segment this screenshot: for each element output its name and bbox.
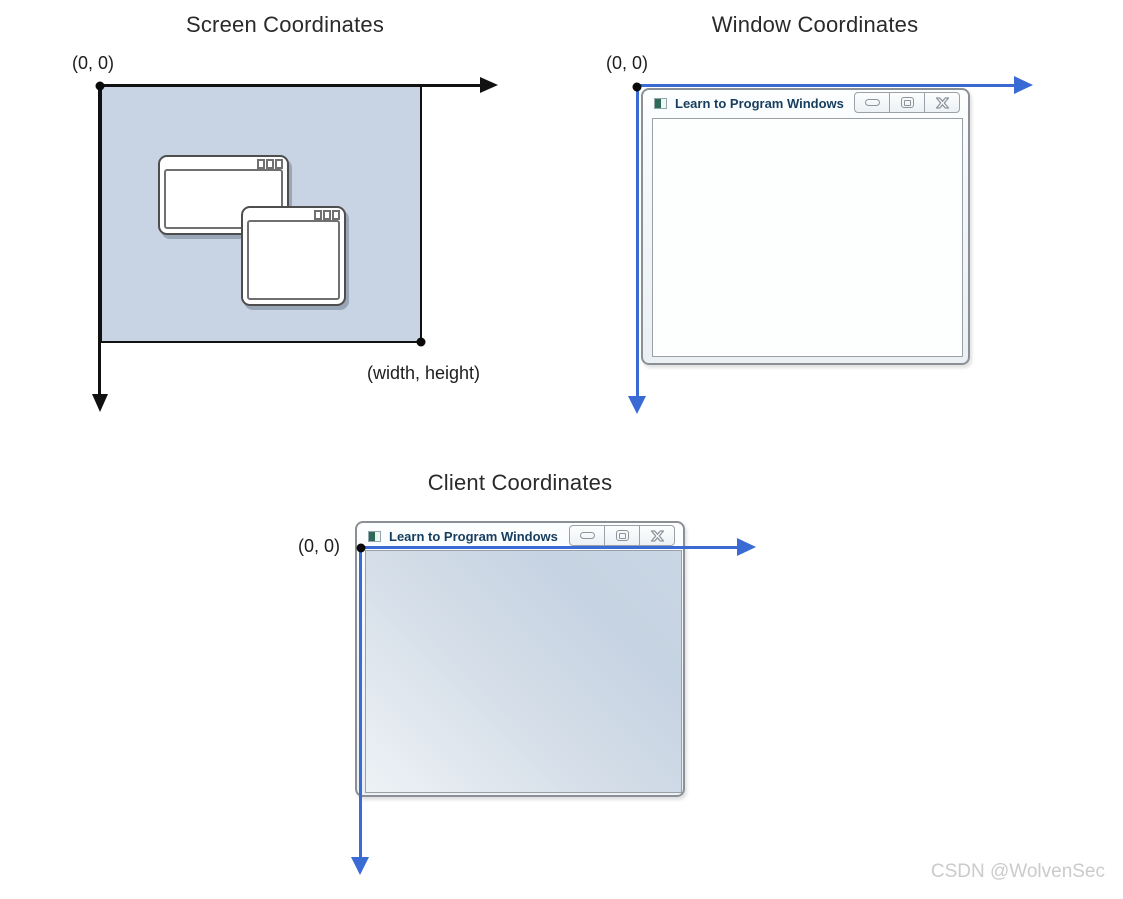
window-y-axis-arrowhead-icon [628, 396, 646, 414]
maximize-icon [900, 97, 914, 108]
maximize-button [890, 93, 925, 112]
client-x-axis-line [361, 546, 737, 549]
maximize-button [605, 526, 640, 545]
screen-x-axis-arrowhead-icon [480, 77, 498, 93]
client-x-axis-arrowhead-icon [737, 538, 756, 556]
client-origin-label: (0, 0) [298, 536, 341, 556]
window-origin-dot [632, 82, 642, 92]
screen-extent-label: (width, height) [367, 363, 481, 383]
minimize-icon [579, 532, 595, 539]
client-area [365, 550, 682, 793]
maximize-icon [615, 530, 629, 541]
close-button [925, 93, 959, 112]
titlebar: Learn to Program Windows [643, 90, 968, 117]
client-diagram-title: Client Coordinates [427, 470, 613, 495]
program-window: Learn to Program Windows [355, 521, 685, 797]
client-area [652, 118, 963, 357]
window-title-text: Learn to Program Windows [389, 529, 558, 544]
watermark: CSDN @WolvenSec [930, 861, 1105, 882]
screen-origin-label: (0, 0) [72, 53, 115, 73]
client-origin-dot [356, 543, 366, 553]
window-x-axis-arrowhead-icon [1014, 76, 1033, 94]
close-button [640, 526, 674, 545]
window-y-axis-line [636, 85, 639, 397]
window-title-text: Learn to Program Windows [675, 96, 844, 111]
desktop-window-front [241, 206, 346, 306]
caption-buttons [569, 525, 675, 546]
mini-window-buttons [257, 159, 283, 169]
client-y-axis-arrowhead-icon [351, 857, 369, 875]
screen-extent-dot [416, 337, 426, 347]
mini-button-icon [275, 159, 283, 169]
mini-button-icon [266, 159, 274, 169]
app-icon [368, 531, 381, 542]
window-diagram-title: Window Coordinates [711, 12, 919, 37]
mini-button-icon [323, 210, 331, 220]
mini-button-icon [314, 210, 322, 220]
screen-origin-dot [95, 81, 105, 91]
caption-buttons [854, 92, 960, 113]
mini-window-buttons [314, 210, 340, 220]
mini-button-icon [332, 210, 340, 220]
window-x-axis-line [637, 84, 1014, 87]
app-icon [654, 98, 667, 109]
screen-y-axis-line [98, 85, 101, 395]
minimize-button [855, 93, 890, 112]
close-icon [650, 529, 664, 542]
mini-window-content [247, 220, 340, 300]
screen-x-axis-line [100, 84, 481, 87]
close-icon [935, 96, 949, 109]
screen-diagram-title: Screen Coordinates [185, 12, 385, 37]
minimize-button [570, 526, 605, 545]
client-y-axis-line [359, 548, 362, 858]
titlebar: Learn to Program Windows [357, 523, 683, 550]
screen-y-axis-arrowhead-icon [92, 394, 108, 412]
window-origin-label: (0, 0) [606, 53, 649, 73]
minimize-icon [864, 99, 880, 106]
mini-button-icon [257, 159, 265, 169]
program-window: Learn to Program Windows [641, 88, 970, 365]
